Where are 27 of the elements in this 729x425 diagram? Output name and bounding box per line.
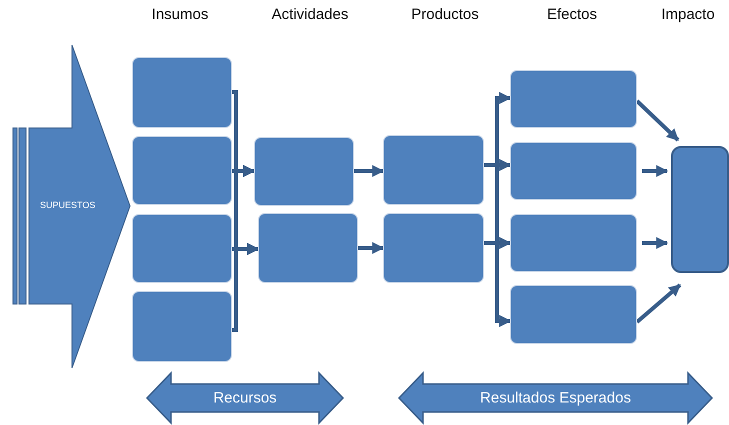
connector-arrow	[358, 242, 384, 254]
column-heading: Productos	[411, 6, 479, 23]
column-heading: Impacto	[661, 6, 715, 23]
connector-arrow	[354, 165, 384, 177]
process-box	[510, 70, 637, 128]
process-box	[132, 214, 232, 283]
connector-arrow	[636, 100, 680, 142]
connector-arrow	[636, 283, 682, 324]
arrow-label: SUPUESTOS	[40, 200, 96, 210]
process-box	[132, 57, 232, 128]
process-box	[132, 291, 232, 362]
process-box	[258, 213, 358, 283]
process-box	[510, 142, 637, 200]
process-box	[383, 213, 484, 283]
connector-arrow	[642, 237, 668, 249]
connector-arrow	[642, 165, 668, 177]
process-box	[510, 214, 637, 272]
column-heading: Actividades	[272, 6, 348, 23]
process-box	[383, 135, 484, 205]
column-heading: Efectos	[546, 6, 598, 23]
process-box	[510, 285, 637, 344]
process-box	[132, 136, 232, 205]
process-box	[254, 137, 354, 206]
process-box	[671, 146, 729, 273]
column-heading: Insumos	[152, 6, 208, 23]
band-label: Resultados Esperados	[480, 390, 631, 406]
band-label: Recursos	[213, 390, 277, 406]
